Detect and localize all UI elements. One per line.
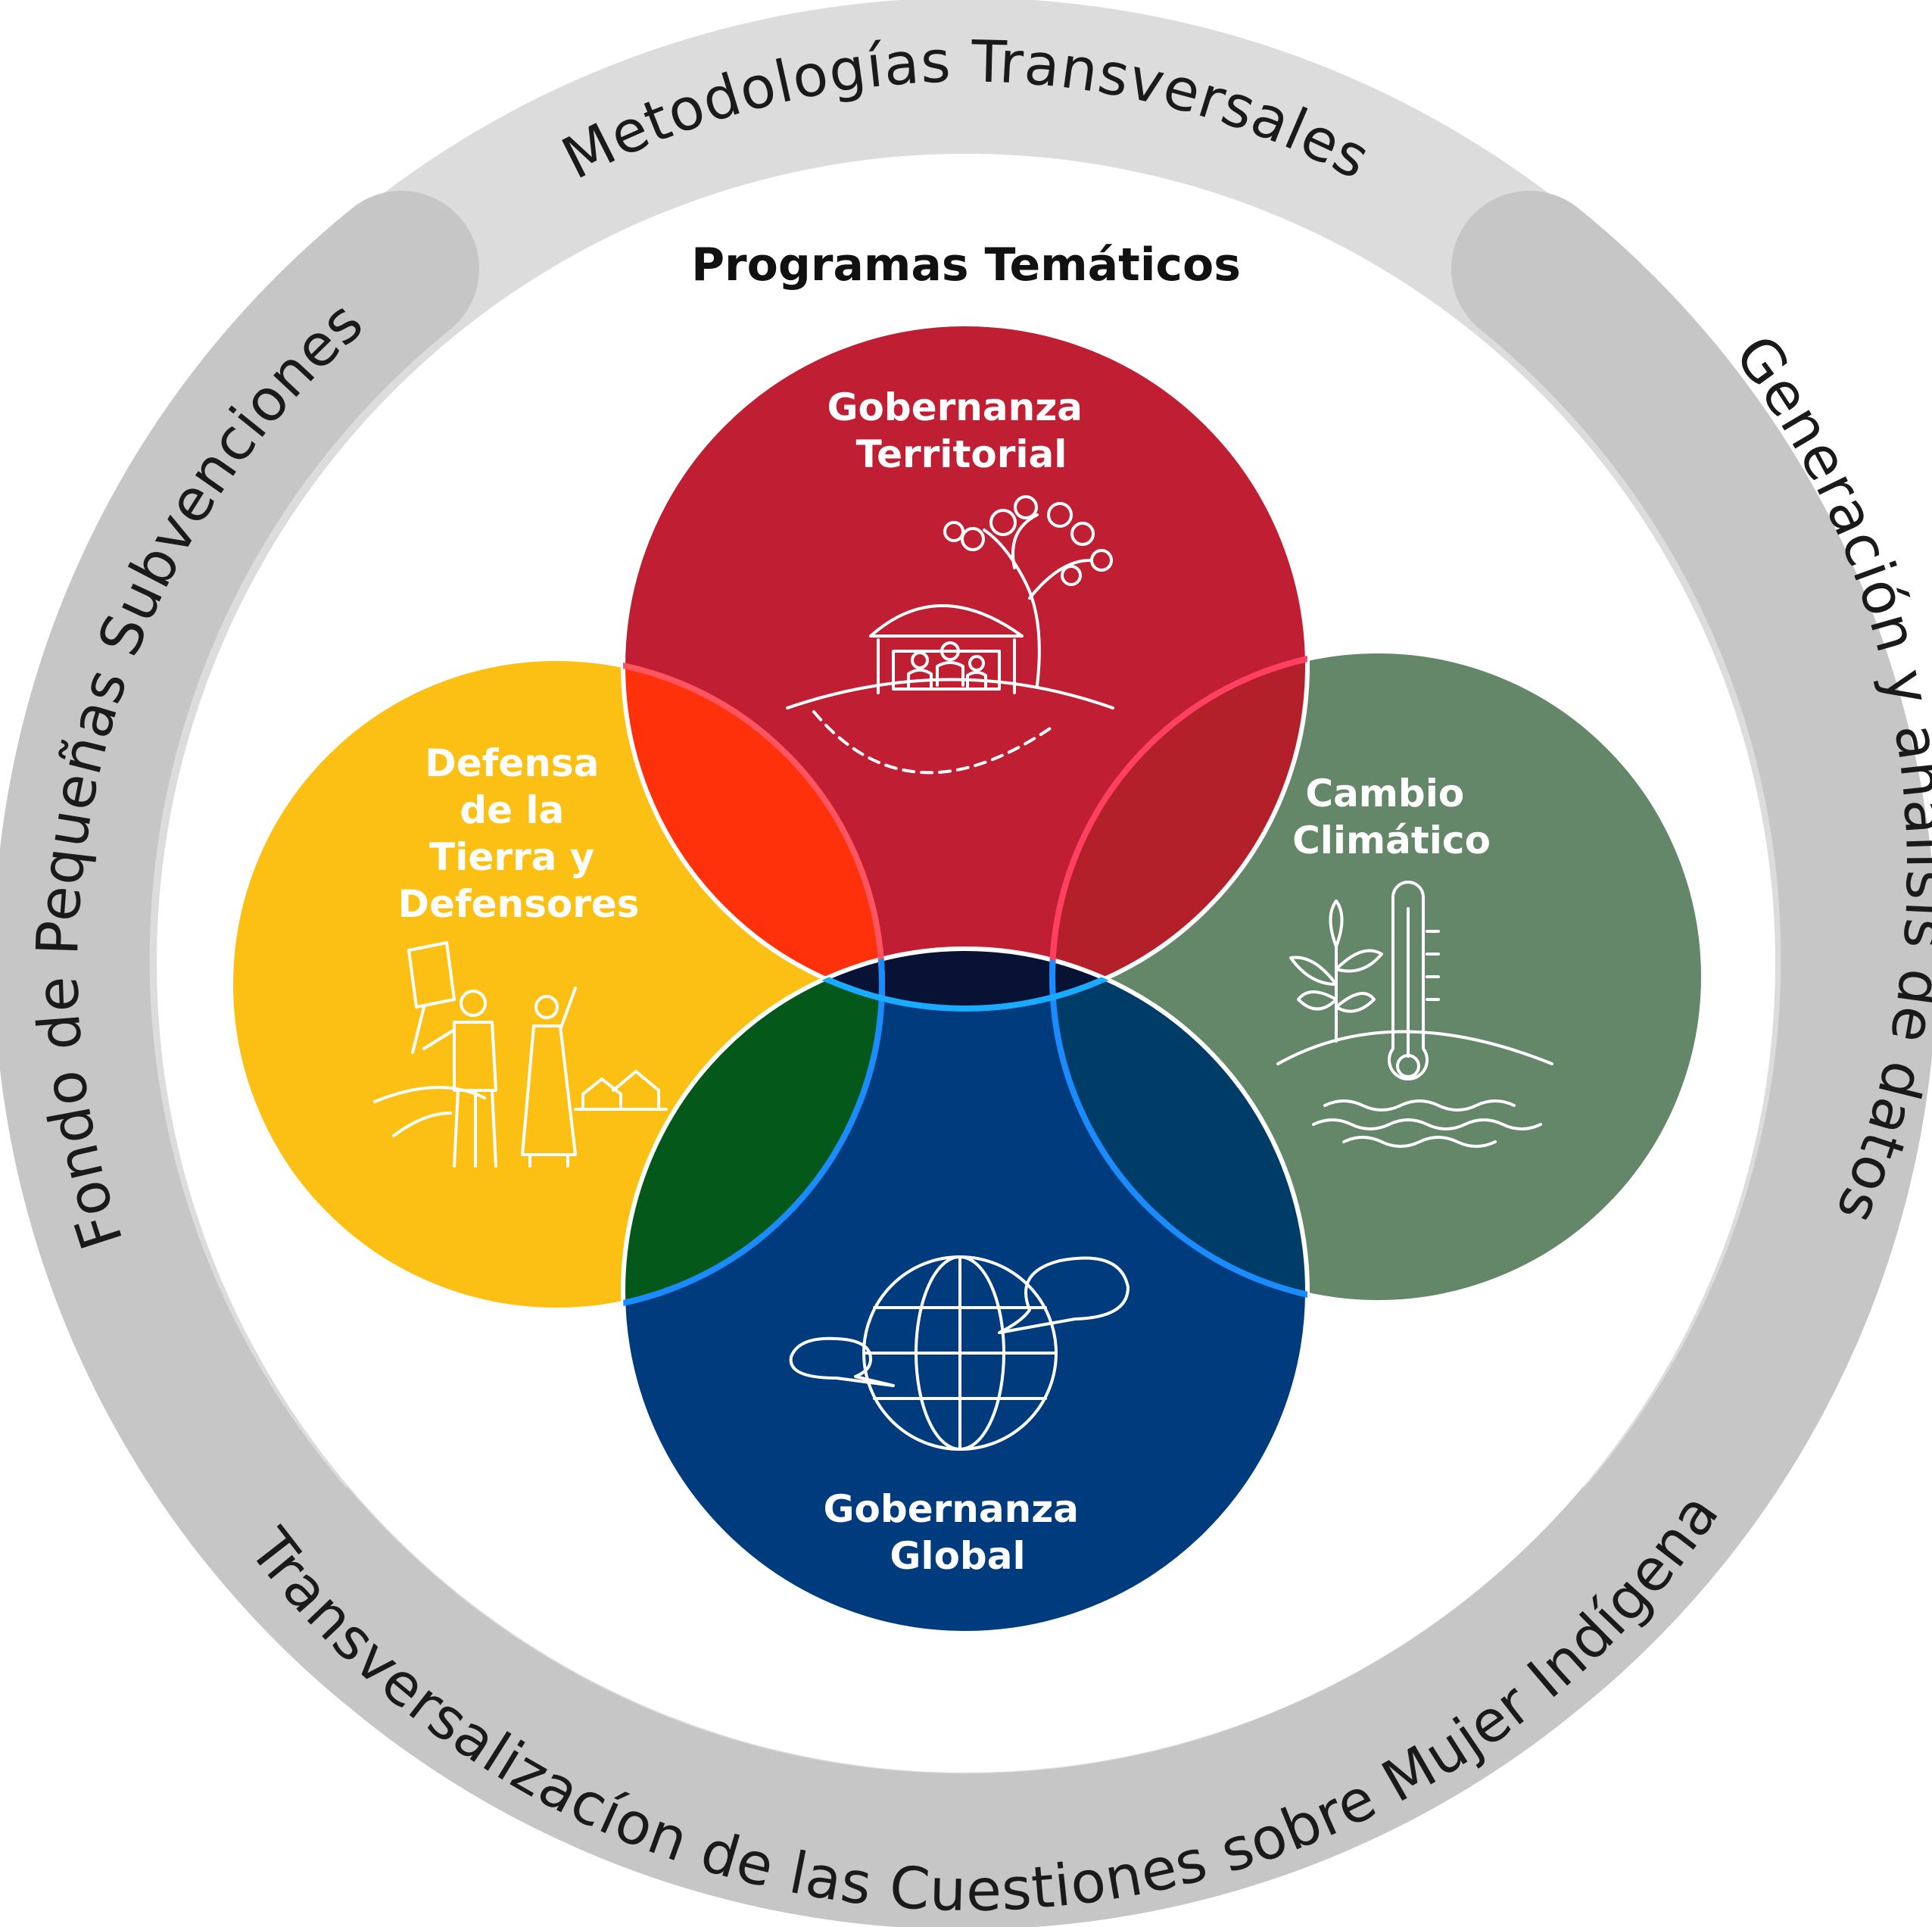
house-tree-icon bbox=[786, 495, 1114, 775]
label-climate-change: Cambio Climático bbox=[1292, 772, 1491, 862]
overlap-red-green bbox=[1052, 651, 1307, 1009]
globe-speech-icon bbox=[789, 1255, 1130, 1451]
ring-segment-right bbox=[1451, 191, 1932, 1721]
outline-global-governance bbox=[621, 946, 1310, 1635]
ring-segment-bottom bbox=[228, 1486, 1703, 1927]
ring-segment-left bbox=[0, 191, 479, 1721]
page-title: Programas Temáticos bbox=[691, 239, 1241, 292]
overlap-blue-green bbox=[1052, 949, 1307, 1302]
label-territorial-governance: Gobernanza Territorial bbox=[827, 385, 1096, 476]
label-global-governance: Gobernanza Global bbox=[824, 1487, 1092, 1578]
overlap-blue-yellow bbox=[623, 949, 882, 1310]
protest-people-icon bbox=[373, 941, 668, 1168]
overlap-red-yellow bbox=[623, 659, 882, 1009]
label-land-defense: Defensa de la Tierra y Defensores bbox=[397, 741, 639, 926]
thermometer-plant-icon bbox=[1276, 881, 1553, 1148]
